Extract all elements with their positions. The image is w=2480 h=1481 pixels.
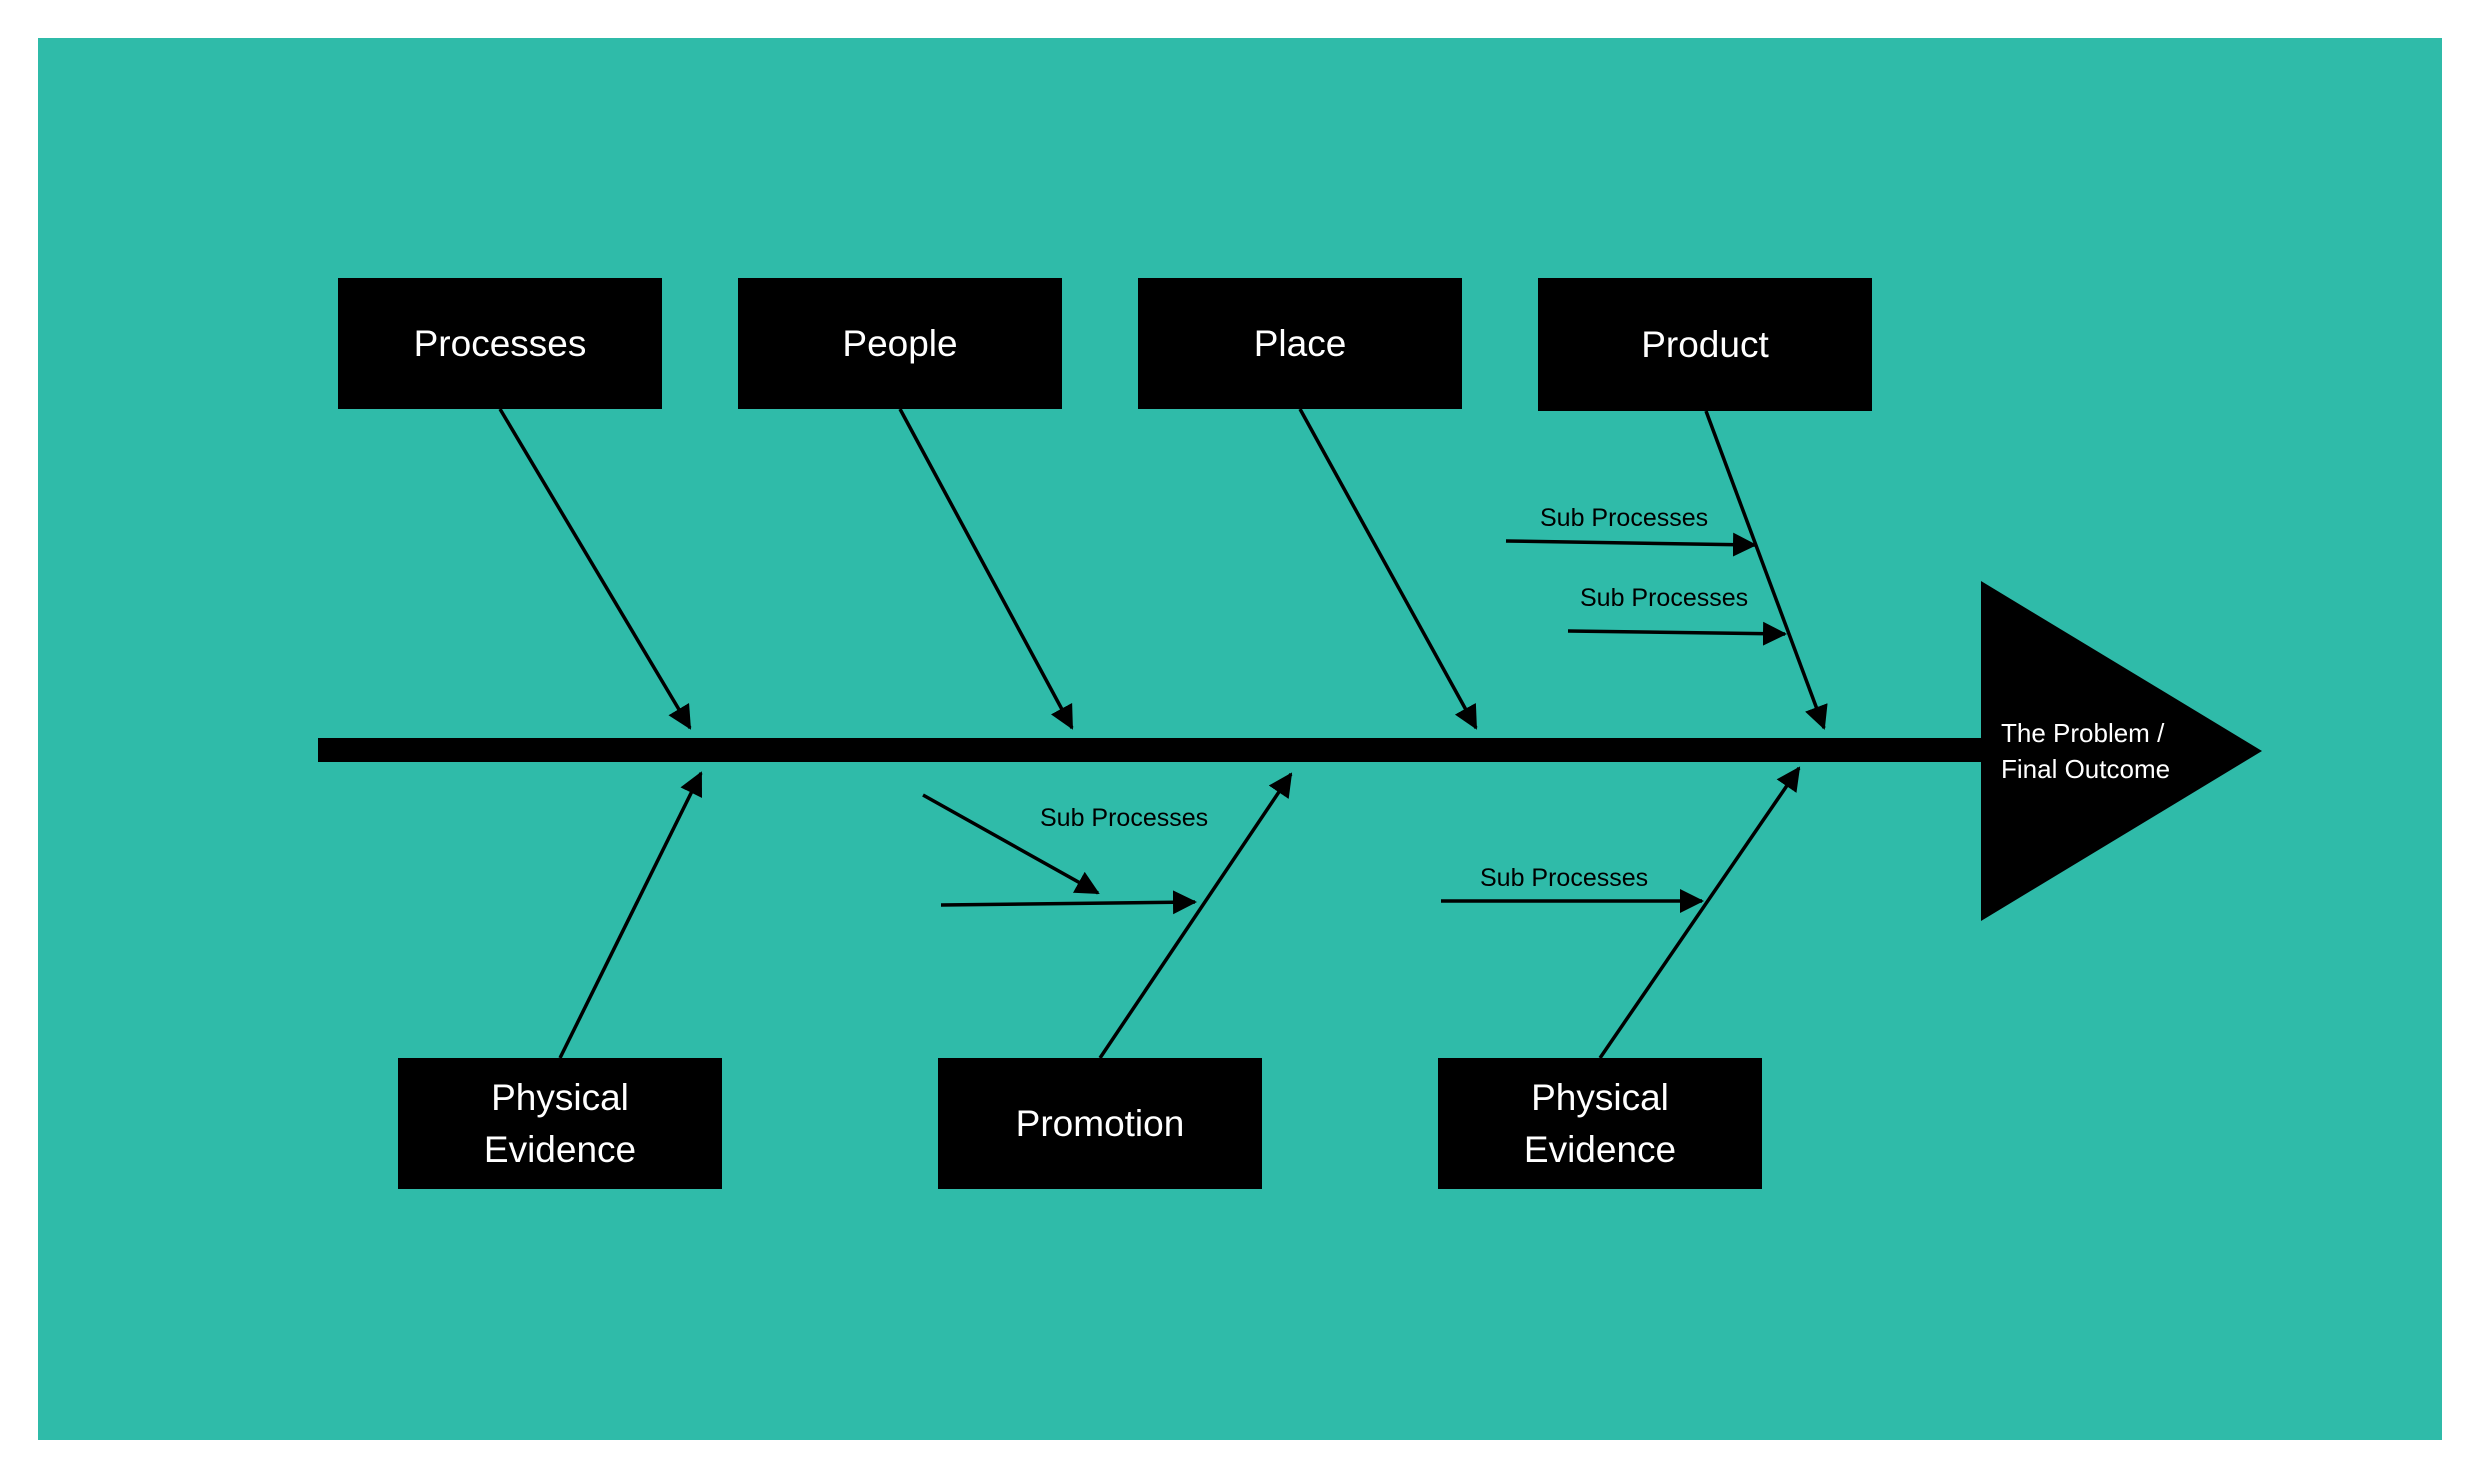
- bone-physical-evidence-2: [1598, 766, 1801, 1059]
- sub-process-label-4: Sub Processes: [1480, 864, 1649, 892]
- problem-label: The Problem / Final Outcome: [2001, 718, 2171, 784]
- category-box-physical-evidence-1: Physical Evidence: [398, 1058, 722, 1189]
- category-box-people: People: [738, 278, 1062, 409]
- category-box-processes: Processes: [338, 278, 662, 409]
- sub-arrow-promotion-1: [922, 793, 1100, 895]
- sub-arrow-product-1: [1505, 532, 1757, 557]
- bone-product: [1704, 410, 1828, 730]
- spine: [318, 738, 2026, 762]
- sub-arrow-promotion-2: [940, 890, 1197, 915]
- bone-physical-evidence-1: [558, 771, 703, 1059]
- bone-processes: [498, 408, 692, 730]
- sub-arrow-product-2: [1567, 621, 1787, 646]
- sub-process-label-2: Sub Processes: [1580, 584, 1749, 612]
- sub-process-label-3: Sub Processes: [1040, 804, 1209, 832]
- category-box-promotion: Promotion: [938, 1058, 1262, 1189]
- bone-place: [1298, 408, 1478, 730]
- diagram-connectors: [318, 408, 2262, 1059]
- fishbone-diagram: Processes People Place Product Physical …: [38, 38, 2442, 1440]
- fish-head: [1981, 581, 2262, 921]
- category-box-place: Place: [1138, 278, 1462, 409]
- bone-promotion: [1098, 772, 1293, 1059]
- sub-process-label-1: Sub Processes: [1540, 504, 1709, 532]
- bone-people: [898, 408, 1074, 730]
- category-box-physical-evidence-2: Physical Evidence: [1438, 1058, 1762, 1189]
- category-box-product: Product: [1538, 278, 1872, 411]
